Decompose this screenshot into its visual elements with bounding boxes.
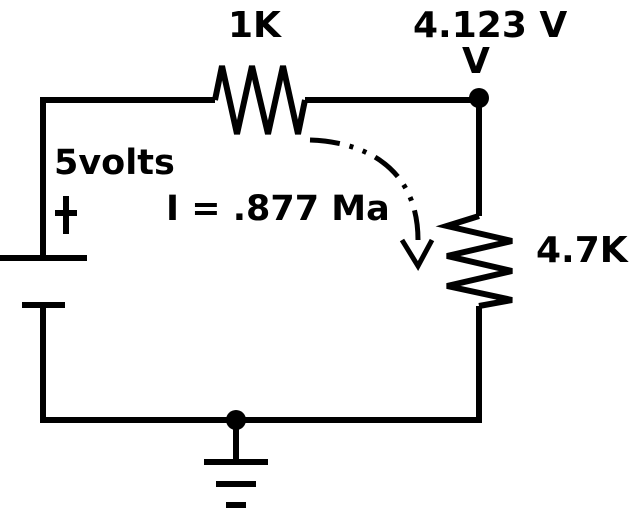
source-voltage-label: 5volts xyxy=(54,143,175,183)
arrow-head-icon xyxy=(399,238,435,272)
resistor-4-7k-icon xyxy=(435,213,513,309)
output-voltage-label: 4.123 V xyxy=(413,5,568,46)
resistor-4-7k-label: 4.7K xyxy=(536,230,628,271)
wire-top-left xyxy=(40,97,215,258)
junction-dot-top-icon xyxy=(469,88,489,108)
wire-bottom xyxy=(40,305,482,423)
resistor-1k-icon xyxy=(212,65,308,135)
junction-dot-ground-icon xyxy=(226,410,246,430)
resistor-1k-label: 1K xyxy=(228,5,281,46)
voltage-probe-marker: V xyxy=(462,41,490,82)
current-flow-arrow-icon xyxy=(309,137,421,241)
current-label: I = .877 Ma xyxy=(166,189,390,229)
